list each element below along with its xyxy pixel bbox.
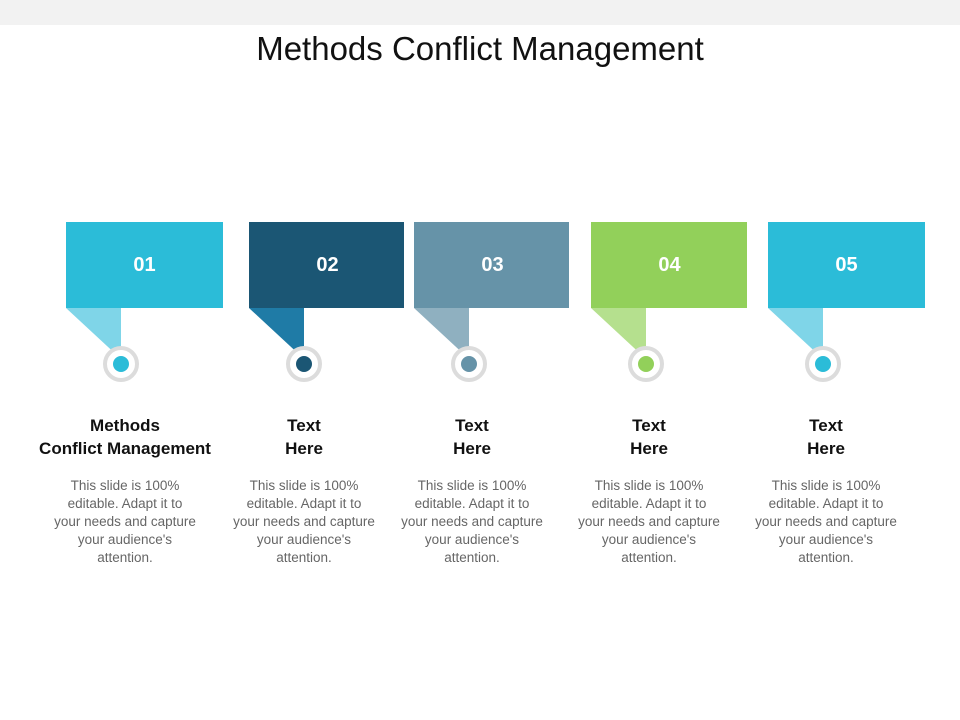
step-1-heading-line2: Conflict Management: [39, 439, 211, 458]
step-2-box: [249, 222, 404, 308]
step-5-heading: Text Here: [736, 414, 916, 460]
step-3-heading: Text Here: [382, 414, 562, 460]
step-5-number: 05: [835, 253, 858, 276]
step-2-description: This slide is 100% editable. Adapt it to…: [233, 478, 375, 565]
step-2-heading-line1: Text: [287, 416, 321, 435]
step-5-flag: [768, 222, 925, 382]
step-3-dot: [461, 356, 477, 372]
top-bar: [0, 0, 960, 25]
step-4: 04 Text Here This slide is 100% editable…: [559, 222, 747, 567]
step-4-box: [591, 222, 747, 308]
step-3-box: [414, 222, 569, 308]
step-2-heading-line2: Here: [285, 439, 323, 458]
step-3-tail: [414, 308, 469, 359]
step-2-tail: [249, 308, 304, 359]
step-3-heading-line2: Here: [453, 439, 491, 458]
step-5-dot: [815, 356, 831, 372]
step-2-dot: [296, 356, 312, 372]
step-4-tail: [591, 308, 646, 359]
step-2-number: 02: [316, 253, 339, 276]
step-1-tail: [66, 308, 121, 359]
step-3-flag: [414, 222, 569, 382]
step-2-heading: Text Here: [214, 414, 394, 460]
step-4-heading: Text Here: [559, 414, 739, 460]
step-3-heading-line1: Text: [455, 416, 489, 435]
step-4-description: This slide is 100% editable. Adapt it to…: [578, 478, 720, 565]
step-1: 01 Methods Conflict Management This slid…: [35, 222, 223, 567]
step-1-description: This slide is 100% editable. Adapt it to…: [54, 478, 196, 565]
step-4-heading-line2: Here: [630, 439, 668, 458]
page-title: Methods Conflict Management: [256, 30, 704, 67]
step-4-number: 04: [658, 253, 681, 276]
step-2: 02 Text Here This slide is 100% editable…: [214, 222, 404, 567]
step-4-flag: [591, 222, 747, 382]
step-3: 03 Text Here This slide is 100% editable…: [382, 222, 569, 567]
step-1-heading-line1: Methods: [90, 416, 160, 435]
step-1-flag: [66, 222, 223, 382]
step-1-dot: [113, 356, 129, 372]
step-2-flag: [249, 222, 404, 382]
step-1-number: 01: [133, 253, 156, 276]
step-5-heading-line2: Here: [807, 439, 845, 458]
step-5-heading-line1: Text: [809, 416, 843, 435]
step-5-description: This slide is 100% editable. Adapt it to…: [755, 478, 897, 565]
step-4-dot: [638, 356, 654, 372]
step-3-number: 03: [481, 253, 504, 276]
step-5-tail: [768, 308, 823, 359]
step-1-box: [66, 222, 223, 308]
step-5: 05 Text Here This slide is 100% editable…: [736, 222, 925, 567]
step-4-heading-line1: Text: [632, 416, 666, 435]
step-3-description: This slide is 100% editable. Adapt it to…: [401, 478, 543, 565]
step-1-heading: Methods Conflict Management: [35, 414, 215, 460]
step-5-box: [768, 222, 925, 308]
